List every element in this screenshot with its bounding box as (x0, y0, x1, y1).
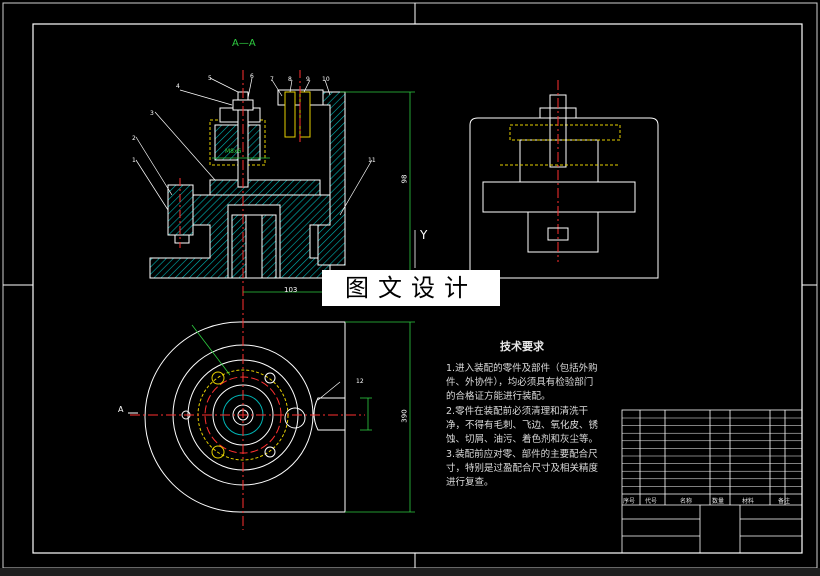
tb-col-material: 材料 (742, 496, 754, 505)
part-number-label: 8 (288, 76, 292, 83)
dim-width2: 390 (401, 409, 409, 422)
watermark: 图文设计 (322, 270, 500, 306)
tb-col-code: 代号 (645, 496, 657, 505)
part-number-label: 3 (150, 110, 154, 117)
tb-col-qty: 数量 (712, 496, 724, 505)
tech-requirement-item: 1.进入装配的零件及部件（包括外购件、外协件），均必须具有检验部门的合格证方能进… (446, 362, 598, 404)
tech-requirement-item: 3.装配前应对零、部件的主要配合尺寸，特别是过盈配合尺寸及相关精度进行复查。 (446, 448, 598, 490)
tech-requirement-item: 2.零件在装配前必须清理和清洗干净，不得有毛刺、飞边、氧化皮、锈蚀、切屑、油污、… (446, 405, 598, 447)
title-block (622, 410, 802, 553)
part-number-label: 11 (368, 157, 376, 164)
tech-requirements-title: 技术要求 (446, 340, 598, 354)
part-number-label: 9 (306, 76, 310, 83)
part-number-label: 5 (208, 75, 212, 82)
dim-bolt: M8x6 (225, 148, 241, 155)
part-number-label: 7 (270, 76, 274, 83)
part-number-label: 1 (132, 157, 136, 164)
part-number-label: 4 (176, 83, 180, 90)
part-number-label: 6 (250, 73, 254, 80)
section-label: A—A (232, 38, 256, 49)
part-number-label: 10 (322, 76, 330, 83)
part-number-label: 12 (356, 378, 364, 385)
section-mark: A (118, 405, 123, 414)
tb-col-note: 备注 (778, 496, 790, 505)
axis-label: Y (420, 228, 427, 242)
side-view (470, 80, 658, 278)
tb-col-no: 序号 (623, 496, 635, 505)
top-view (128, 300, 415, 530)
tech-requirements: 技术要求 1.进入装配的零件及部件（包括外购件、外协件），均必须具有检验部门的合… (446, 340, 598, 491)
status-bar (0, 568, 820, 576)
section-view (136, 70, 415, 300)
dim-height: 98 (400, 175, 408, 184)
dim-width: 103 (284, 286, 297, 294)
title-block-rows (622, 418, 802, 486)
tb-col-name: 名称 (680, 496, 692, 505)
part-number-label: 2 (132, 135, 136, 142)
